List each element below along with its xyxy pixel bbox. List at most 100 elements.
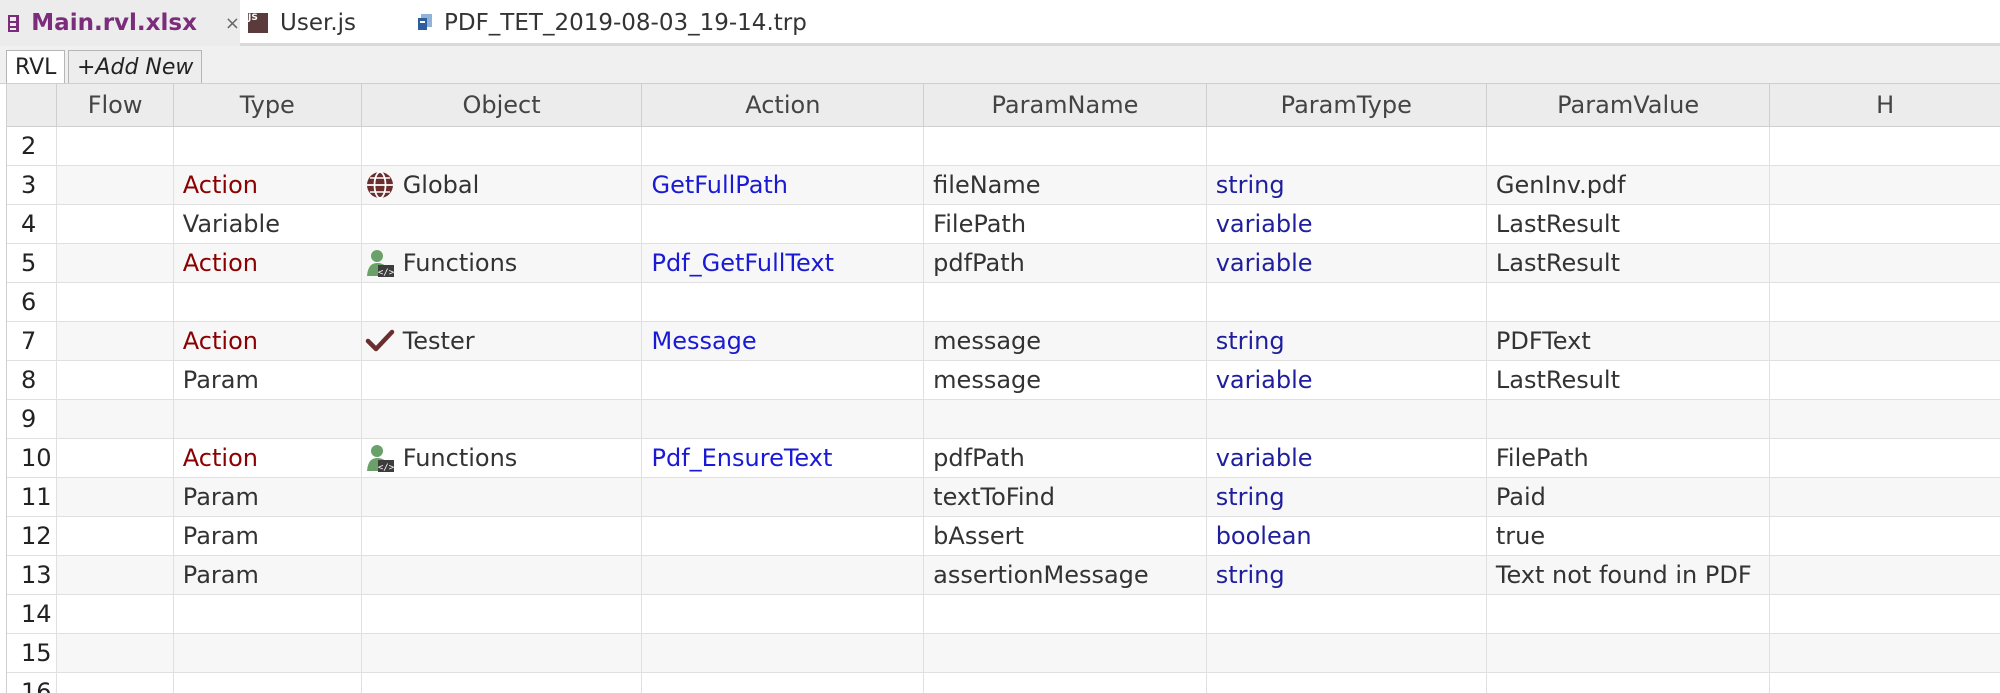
cell-flow[interactable] bbox=[56, 282, 174, 322]
cell-h[interactable] bbox=[1769, 438, 2000, 478]
cell-action[interactable] bbox=[641, 126, 925, 166]
cell-param-name[interactable]: textToFind bbox=[923, 477, 1207, 517]
cell-param-type[interactable]: variable bbox=[1206, 360, 1487, 400]
cell-flow[interactable] bbox=[56, 672, 174, 693]
cell-flow[interactable] bbox=[56, 633, 174, 673]
cell-action[interactable] bbox=[641, 399, 925, 439]
cell-flow[interactable] bbox=[56, 126, 174, 166]
cell-object[interactable] bbox=[361, 204, 643, 244]
cell-action[interactable]: GetFullPath bbox=[641, 165, 925, 205]
cell-param-value[interactable]: LastResult bbox=[1486, 243, 1771, 283]
cell-type[interactable]: Param bbox=[173, 360, 362, 400]
cell-param-type[interactable] bbox=[1206, 594, 1487, 634]
cell-param-type[interactable]: string bbox=[1206, 477, 1487, 517]
cell-h[interactable] bbox=[1769, 282, 2000, 322]
cell-param-type[interactable] bbox=[1206, 633, 1487, 673]
cell-param-value[interactable] bbox=[1486, 633, 1771, 673]
cell-type[interactable]: Param bbox=[173, 555, 362, 595]
cell-action[interactable] bbox=[641, 516, 925, 556]
column-header-paramname[interactable]: ParamName bbox=[923, 84, 1207, 127]
close-icon[interactable]: × bbox=[224, 12, 240, 34]
cell-object[interactable] bbox=[361, 555, 643, 595]
cell-h[interactable] bbox=[1769, 204, 2000, 244]
cell-h[interactable] bbox=[1769, 321, 2000, 361]
cell-param-value[interactable]: PDFText bbox=[1486, 321, 1771, 361]
cell-action[interactable]: Pdf_GetFullText bbox=[641, 243, 925, 283]
cell-action[interactable]: Pdf_EnsureText bbox=[641, 438, 925, 478]
cell-param-value[interactable]: LastResult bbox=[1486, 360, 1771, 400]
cell-action[interactable] bbox=[641, 594, 925, 634]
cell-h[interactable] bbox=[1769, 555, 2000, 595]
column-header-paramtype[interactable]: ParamType bbox=[1206, 84, 1487, 127]
cell-action[interactable] bbox=[641, 672, 925, 693]
cell-param-name[interactable] bbox=[923, 399, 1207, 439]
cell-object[interactable] bbox=[361, 360, 643, 400]
cell-action[interactable] bbox=[641, 204, 925, 244]
cell-h[interactable] bbox=[1769, 360, 2000, 400]
cell-object[interactable] bbox=[361, 477, 643, 517]
cell-h[interactable] bbox=[1769, 399, 2000, 439]
cell-object[interactable] bbox=[361, 672, 643, 693]
cell-action[interactable] bbox=[641, 555, 925, 595]
cell-flow[interactable] bbox=[56, 321, 174, 361]
cell-type[interactable]: Variable bbox=[173, 204, 362, 244]
column-header-type[interactable]: Type bbox=[173, 84, 362, 127]
cell-param-name[interactable]: message bbox=[923, 321, 1207, 361]
cell-param-name[interactable]: pdfPath bbox=[923, 438, 1207, 478]
cell-param-type[interactable] bbox=[1206, 282, 1487, 322]
cell-type[interactable] bbox=[173, 126, 362, 166]
cell-h[interactable] bbox=[1769, 516, 2000, 556]
cell-flow[interactable] bbox=[56, 438, 174, 478]
sheet-tab-rvl[interactable]: RVL bbox=[6, 50, 66, 83]
cell-param-name[interactable] bbox=[923, 672, 1207, 693]
cell-h[interactable] bbox=[1769, 165, 2000, 205]
cell-h[interactable] bbox=[1769, 243, 2000, 283]
cell-type[interactable]: Action bbox=[173, 321, 362, 361]
cell-param-type[interactable]: string bbox=[1206, 555, 1487, 595]
tab-user-js[interactable]: JS User.js bbox=[246, 0, 396, 46]
column-header-paramvalue[interactable]: ParamValue bbox=[1486, 84, 1771, 127]
cell-action[interactable] bbox=[641, 360, 925, 400]
cell-type[interactable]: Param bbox=[173, 516, 362, 556]
cell-param-value[interactable]: FilePath bbox=[1486, 438, 1771, 478]
cell-param-type[interactable]: string bbox=[1206, 321, 1487, 361]
cell-param-value[interactable] bbox=[1486, 399, 1771, 439]
cell-object[interactable] bbox=[361, 399, 643, 439]
cell-flow[interactable] bbox=[56, 477, 174, 517]
cell-action[interactable]: Message bbox=[641, 321, 925, 361]
cell-flow[interactable] bbox=[56, 165, 174, 205]
cell-type[interactable] bbox=[173, 672, 362, 693]
cell-param-value[interactable] bbox=[1486, 126, 1771, 166]
cell-h[interactable] bbox=[1769, 633, 2000, 673]
cell-param-type[interactable]: variable bbox=[1206, 438, 1487, 478]
column-header-h[interactable]: H bbox=[1769, 84, 2000, 127]
cell-h[interactable] bbox=[1769, 477, 2000, 517]
cell-h[interactable] bbox=[1769, 594, 2000, 634]
cell-param-name[interactable] bbox=[923, 633, 1207, 673]
cell-param-type[interactable] bbox=[1206, 672, 1487, 693]
add-new-sheet-button[interactable]: +Add New bbox=[68, 50, 203, 83]
cell-param-name[interactable] bbox=[923, 126, 1207, 166]
cell-param-value[interactable]: GenInv.pdf bbox=[1486, 165, 1771, 205]
cell-flow[interactable] bbox=[56, 243, 174, 283]
tab-pdf-tet-trp[interactable]: PDF_TET_2019-08-03_19-14.trp bbox=[418, 0, 818, 46]
cell-param-name[interactable]: message bbox=[923, 360, 1207, 400]
cell-action[interactable] bbox=[641, 633, 925, 673]
cell-action[interactable] bbox=[641, 282, 925, 322]
cell-flow[interactable] bbox=[56, 360, 174, 400]
cell-object[interactable] bbox=[361, 282, 643, 322]
cell-object[interactable]: Global bbox=[361, 165, 643, 205]
cell-type[interactable]: Action bbox=[173, 165, 362, 205]
column-header-object[interactable]: Object bbox=[361, 84, 643, 127]
cell-type[interactable] bbox=[173, 594, 362, 634]
cell-action[interactable] bbox=[641, 477, 925, 517]
cell-param-name[interactable]: pdfPath bbox=[923, 243, 1207, 283]
cell-object[interactable]: Tester bbox=[361, 321, 643, 361]
cell-flow[interactable] bbox=[56, 399, 174, 439]
cell-flow[interactable] bbox=[56, 555, 174, 595]
cell-type[interactable]: Param bbox=[173, 477, 362, 517]
cell-object[interactable] bbox=[361, 516, 643, 556]
cell-type[interactable]: Action bbox=[173, 243, 362, 283]
cell-param-name[interactable]: assertionMessage bbox=[923, 555, 1207, 595]
cell-param-value[interactable]: LastResult bbox=[1486, 204, 1771, 244]
